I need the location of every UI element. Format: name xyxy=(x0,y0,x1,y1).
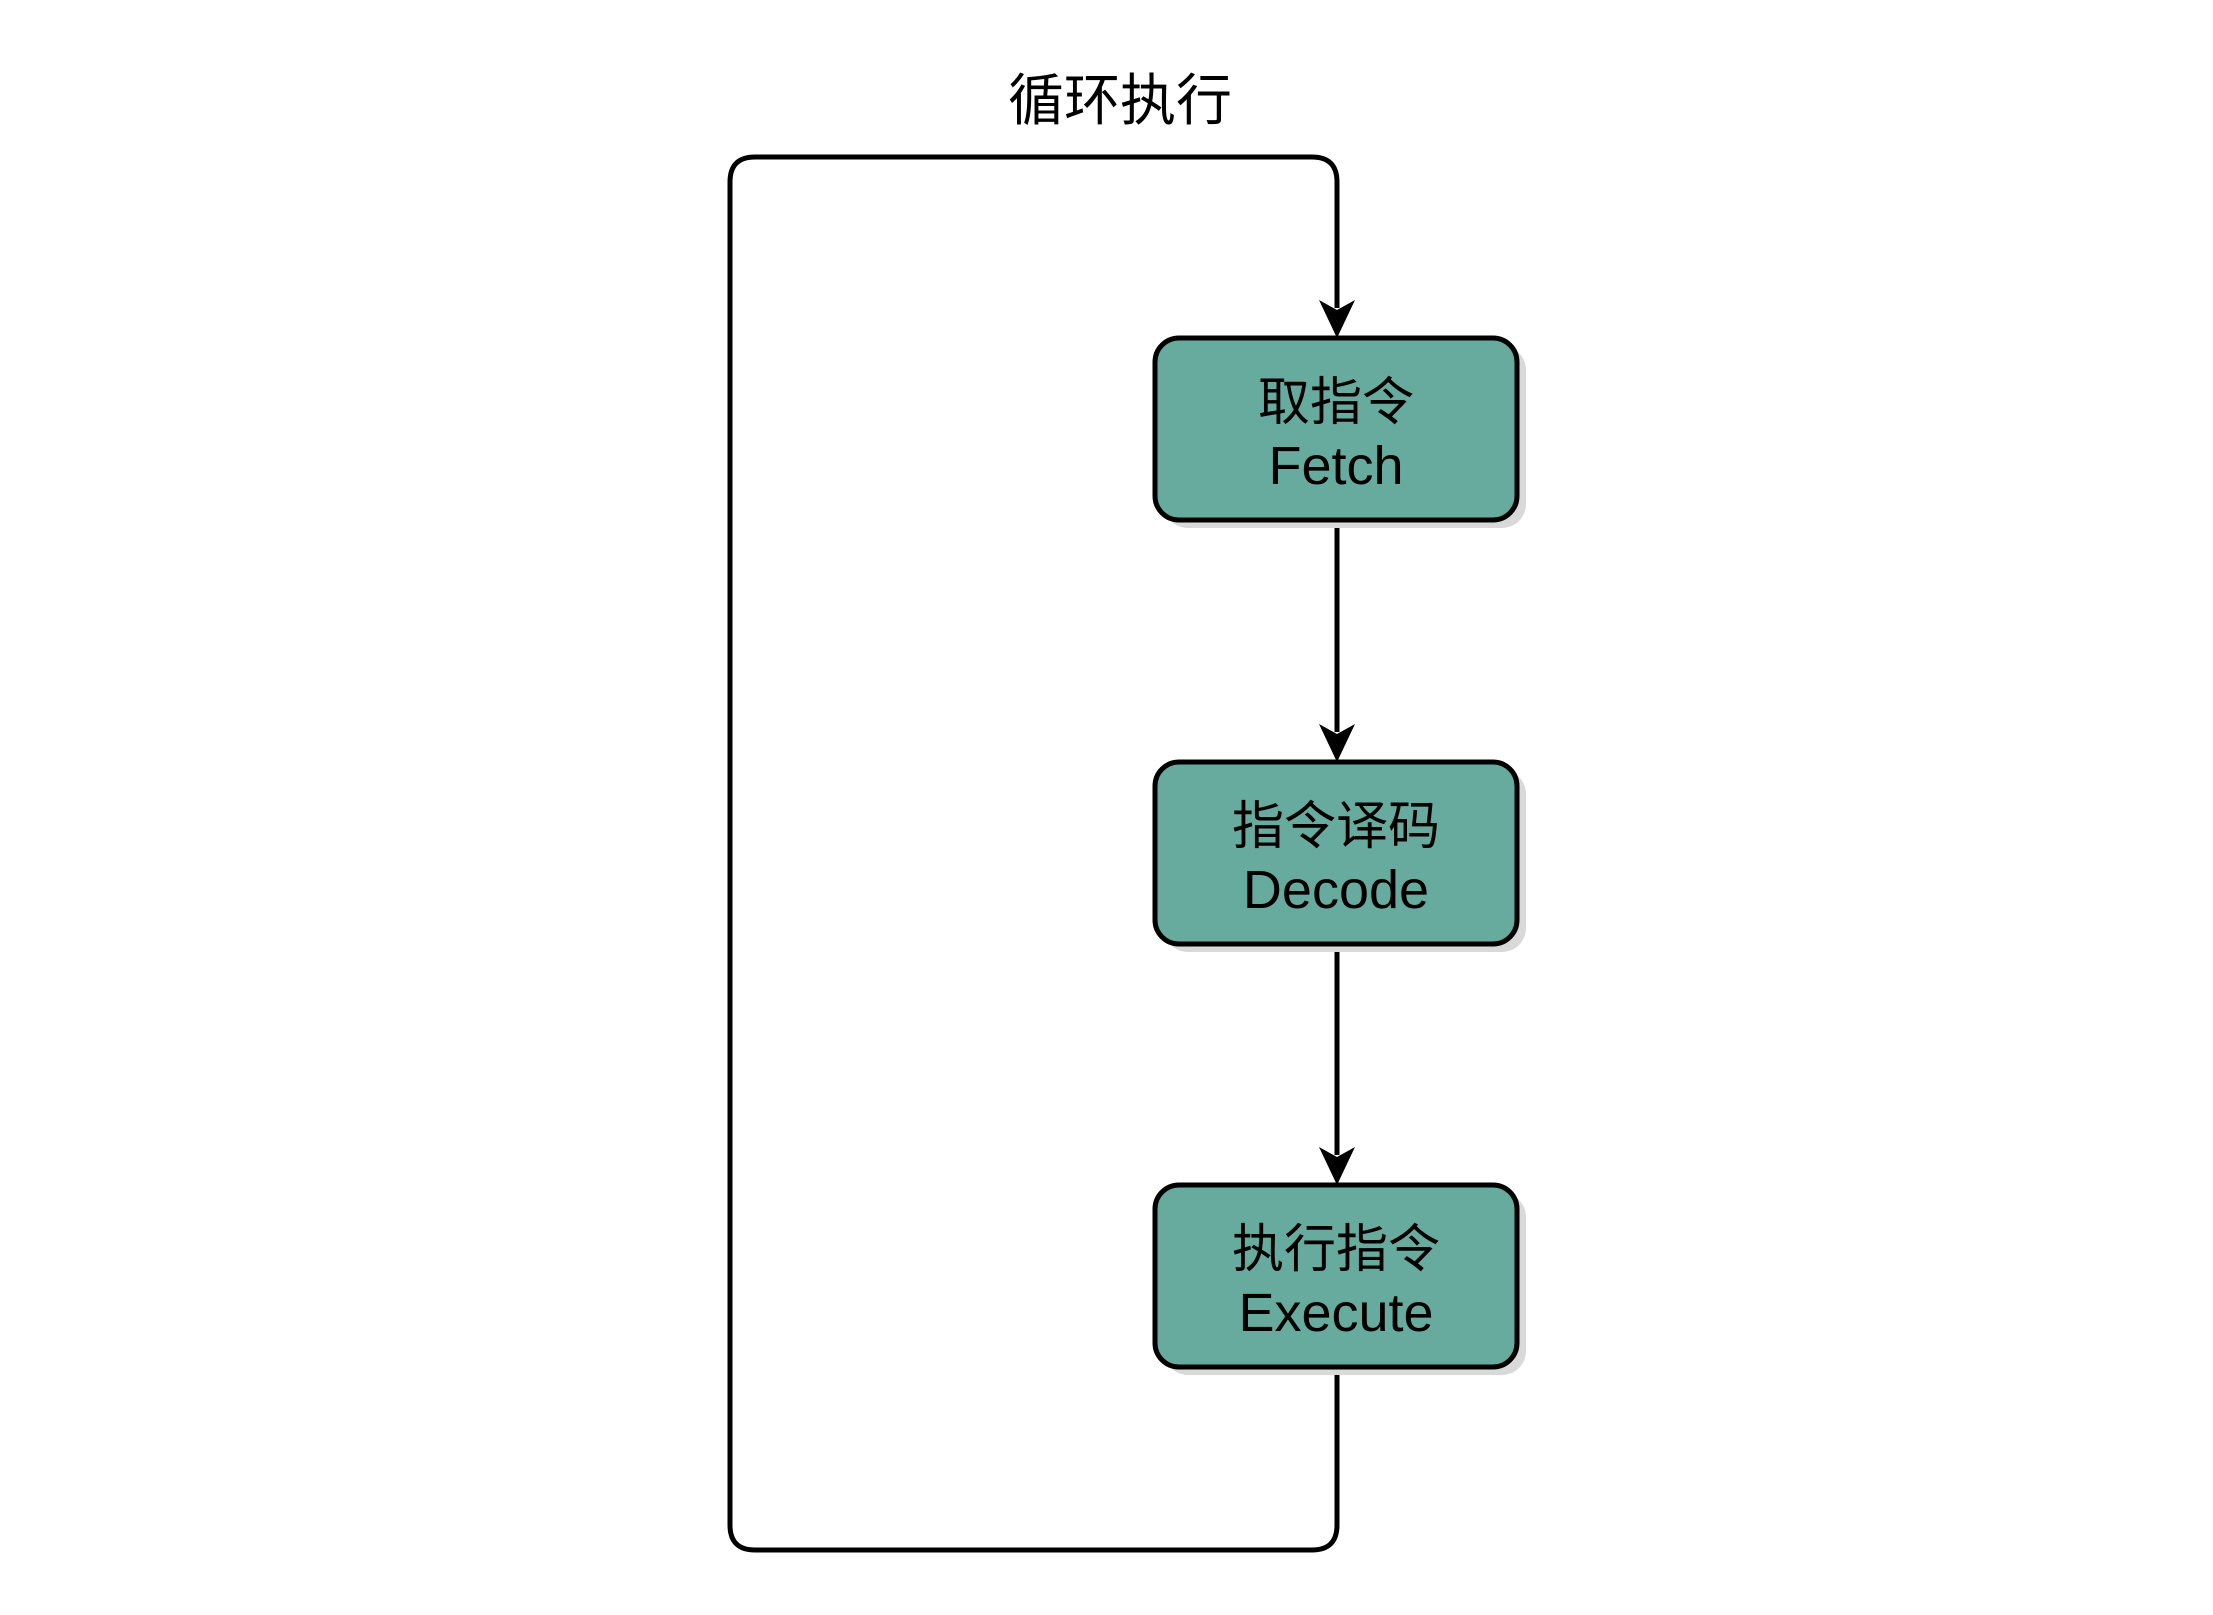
node-fetch-box xyxy=(1152,335,1520,523)
node-execute-label-en: Execute xyxy=(1238,1283,1433,1343)
node-decode: 指令译码 Decode xyxy=(1152,759,1526,952)
node-decode-label-cn: 指令译码 xyxy=(1232,797,1440,857)
edge-execute-to-fetch xyxy=(727,154,1340,1553)
node-execute-box xyxy=(1152,1182,1520,1370)
arrowhead-execute xyxy=(1319,1147,1355,1185)
node-fetch-label-en: Fetch xyxy=(1268,436,1403,496)
node-fetch: 取指令 Fetch xyxy=(1152,335,1526,528)
node-execute-label-cn: 执行指令 xyxy=(1232,1220,1440,1280)
arrowhead-decode xyxy=(1319,724,1355,762)
node-decode-box xyxy=(1152,759,1520,947)
node-decode-label-en: Decode xyxy=(1243,860,1429,920)
node-execute: 执行指令 Execute xyxy=(1152,1182,1526,1375)
node-fetch-label-cn: 取指令 xyxy=(1258,373,1414,433)
loop-label: 循环执行 xyxy=(1008,69,1232,134)
arrowhead-fetch xyxy=(1319,300,1355,338)
